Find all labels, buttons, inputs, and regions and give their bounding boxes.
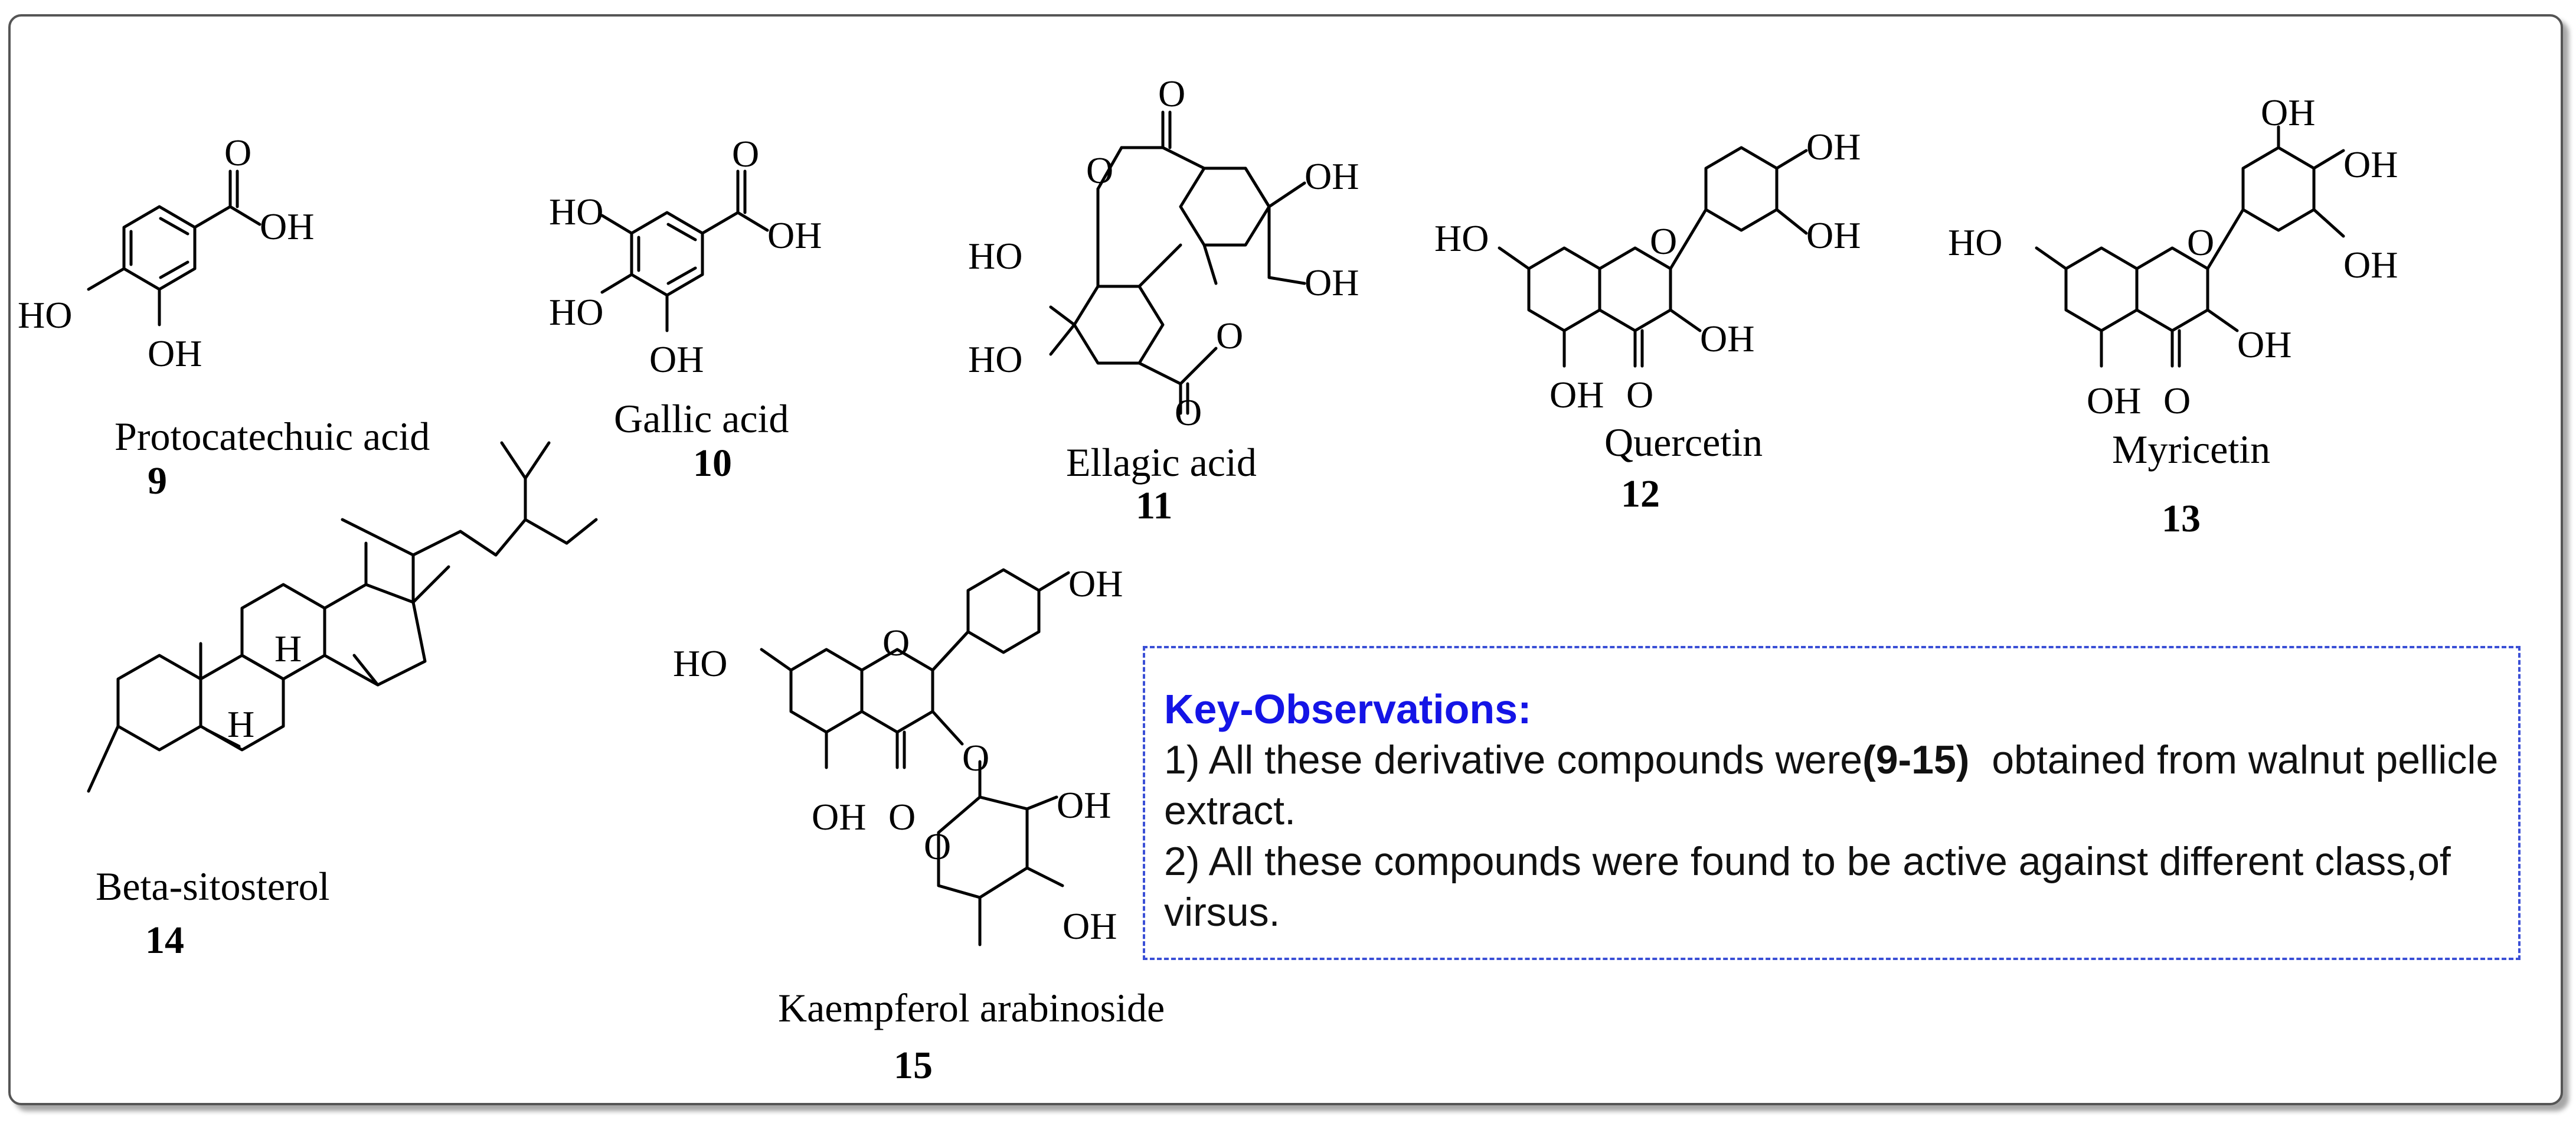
atom-oh: OH: [1700, 318, 1754, 360]
atom-oh: OH: [1806, 214, 1861, 256]
atom-o: O: [732, 133, 759, 175]
structure-quercetin: [1498, 146, 1808, 368]
structure-myricetin: [2035, 125, 2345, 368]
observation-1: 1) All these derivative compounds were(9…: [1164, 734, 2512, 836]
structure-ellagic-acid: [1049, 110, 1306, 415]
observation-1-text: 1) All these derivative compounds were: [1164, 737, 1863, 782]
compound-name: Quercetin: [1604, 420, 1763, 465]
atom-o: O: [1158, 73, 1185, 115]
atom-ho: HO: [18, 294, 72, 336]
atom-oh: OH: [1057, 784, 1111, 826]
atom-ho: HO: [968, 338, 1022, 380]
atom-oh: OH: [1549, 374, 1604, 416]
atom-oh: OH: [1305, 155, 1359, 197]
atom-oh: OH: [767, 214, 822, 256]
compound-name: Gallic acid: [614, 396, 789, 441]
atom-o: O: [924, 825, 951, 867]
structure-gallic-acid: [600, 169, 769, 332]
atom-oh: OH: [1063, 905, 1117, 947]
atom-ho: HO: [1948, 221, 2002, 263]
atom-ho: HO: [1434, 217, 1489, 259]
compound-range: (9-15): [1862, 737, 1970, 782]
compound-labels: Protocatechuic acid 9 Gallic acid 10 Ell…: [96, 396, 2270, 1087]
compound-name: Protocatechuic acid: [115, 414, 430, 459]
atom-ho: HO: [673, 642, 727, 684]
atom-ho: HO: [549, 191, 603, 233]
compound-number: 14: [145, 919, 184, 962]
atom-o: O: [888, 796, 916, 838]
key-observations-box: Key-Observations: 1) All these derivativ…: [1143, 646, 2521, 960]
atom-o: O: [882, 622, 910, 664]
atom-h: H: [227, 703, 254, 745]
structure-beta-sitosterol: [87, 441, 598, 793]
compound-number: 10: [693, 442, 732, 485]
atom-o: O: [1626, 374, 1653, 416]
compound-name: Beta-sitosterol: [96, 864, 330, 909]
atom-labels: O OH HO OH O OH HO HO OH O OH OH HO HO O…: [18, 73, 2398, 947]
atom-h: H: [274, 628, 302, 670]
atom-ho: HO: [549, 291, 603, 333]
atom-oh: OH: [2087, 380, 2141, 422]
atom-ho: HO: [968, 235, 1022, 277]
structure-kaempferol-arabinoside: [760, 568, 1070, 946]
atom-o: O: [2163, 380, 2191, 422]
atom-oh: OH: [649, 338, 704, 380]
key-observations-heading: Key-Observations:: [1164, 686, 1532, 732]
atom-o: O: [1175, 391, 1202, 433]
atom-oh: OH: [148, 332, 202, 374]
compound-name: Myricetin: [2112, 427, 2270, 472]
atom-oh: OH: [1305, 262, 1359, 303]
atom-o: O: [1086, 149, 1113, 191]
compound-number: 15: [894, 1044, 933, 1087]
atom-o: O: [1216, 315, 1243, 357]
compound-name: Ellagic acid: [1066, 440, 1257, 485]
compound-number: 12: [1621, 472, 1660, 515]
atom-oh: OH: [2237, 324, 2291, 365]
atom-o: O: [962, 737, 989, 779]
atom-o: O: [2187, 221, 2214, 263]
observation-1-tail: obtained from walnut pellicle extract.: [1164, 737, 2521, 833]
atom-oh: OH: [260, 205, 314, 247]
atom-oh: OH: [812, 796, 866, 838]
atom-oh: OH: [1806, 126, 1861, 168]
atom-oh: OH: [2343, 143, 2398, 185]
compound-number: 9: [148, 459, 167, 502]
structure-protocatechuic-acid: [87, 169, 261, 327]
observation-2: 2) All these compounds were found to be …: [1164, 839, 2451, 935]
compound-name: Kaempferol arabinoside: [778, 985, 1165, 1030]
atom-oh: OH: [2343, 244, 2398, 286]
compound-number: 11: [1136, 484, 1172, 527]
atom-o: O: [224, 132, 251, 174]
atom-oh: OH: [2261, 92, 2315, 133]
atom-o: O: [1650, 220, 1677, 262]
compound-number: 13: [2162, 497, 2201, 540]
atom-oh: OH: [1068, 563, 1123, 605]
